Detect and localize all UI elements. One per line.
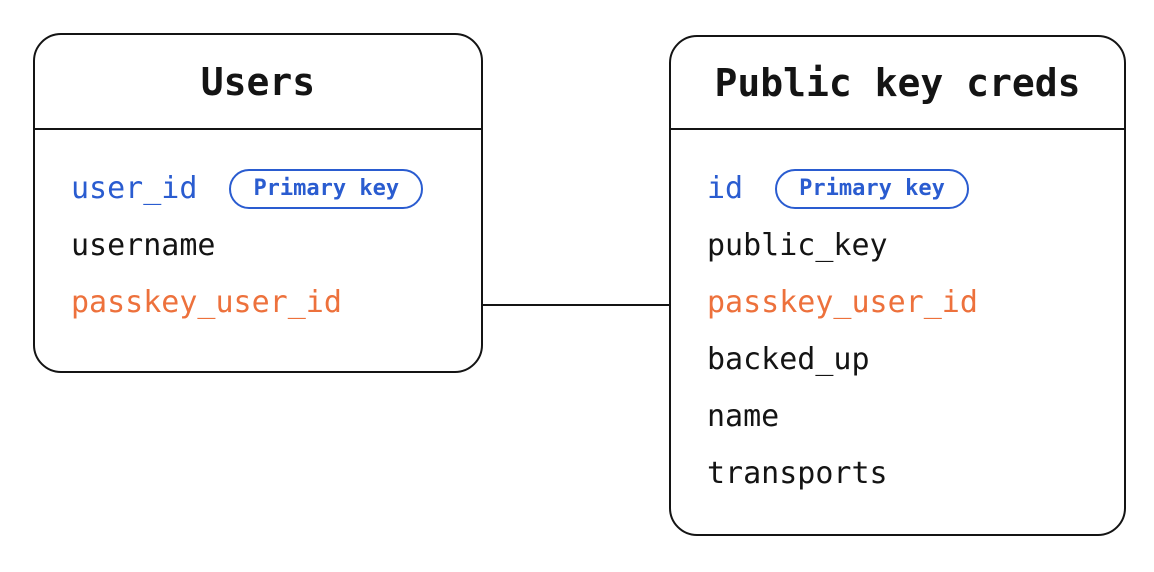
field-row-username: username: [71, 217, 467, 274]
field-name: name: [707, 399, 780, 434]
relationship-line: [481, 304, 671, 306]
field-user-id: user_id: [71, 171, 198, 206]
field-passkey-user-id: passkey_user_id: [71, 285, 342, 320]
field-row-transports: transports: [707, 445, 1110, 502]
table-users: Users user_id Primary key username passk…: [33, 33, 483, 373]
field-row-user-id: user_id Primary key: [71, 160, 467, 217]
field-id: id: [707, 171, 744, 206]
field-row-public-key: public_key: [707, 217, 1110, 274]
primary-key-badge: Primary key: [229, 168, 424, 209]
primary-key-badge: Primary key: [775, 168, 969, 209]
table-users-field-list: user_id Primary key username passkey_use…: [35, 130, 481, 331]
table-users-title: Users: [35, 35, 481, 130]
field-backed-up: backed_up: [707, 342, 870, 377]
table-public-key-creds: Public key creds id Primary key public_k…: [669, 35, 1126, 536]
field-row-passkey-user-id: passkey_user_id: [707, 274, 1110, 331]
field-passkey-user-id: passkey_user_id: [707, 285, 978, 320]
field-public-key: public_key: [707, 228, 888, 263]
field-username: username: [71, 228, 216, 263]
field-row-name: name: [707, 388, 1110, 445]
table-public-key-creds-field-list: id Primary key public_key passkey_user_i…: [671, 130, 1124, 502]
field-row-passkey-user-id: passkey_user_id: [71, 274, 467, 331]
table-public-key-creds-title: Public key creds: [671, 37, 1124, 130]
field-row-id: id Primary key: [707, 160, 1110, 217]
field-row-backed-up: backed_up: [707, 331, 1110, 388]
field-transports: transports: [707, 456, 888, 491]
